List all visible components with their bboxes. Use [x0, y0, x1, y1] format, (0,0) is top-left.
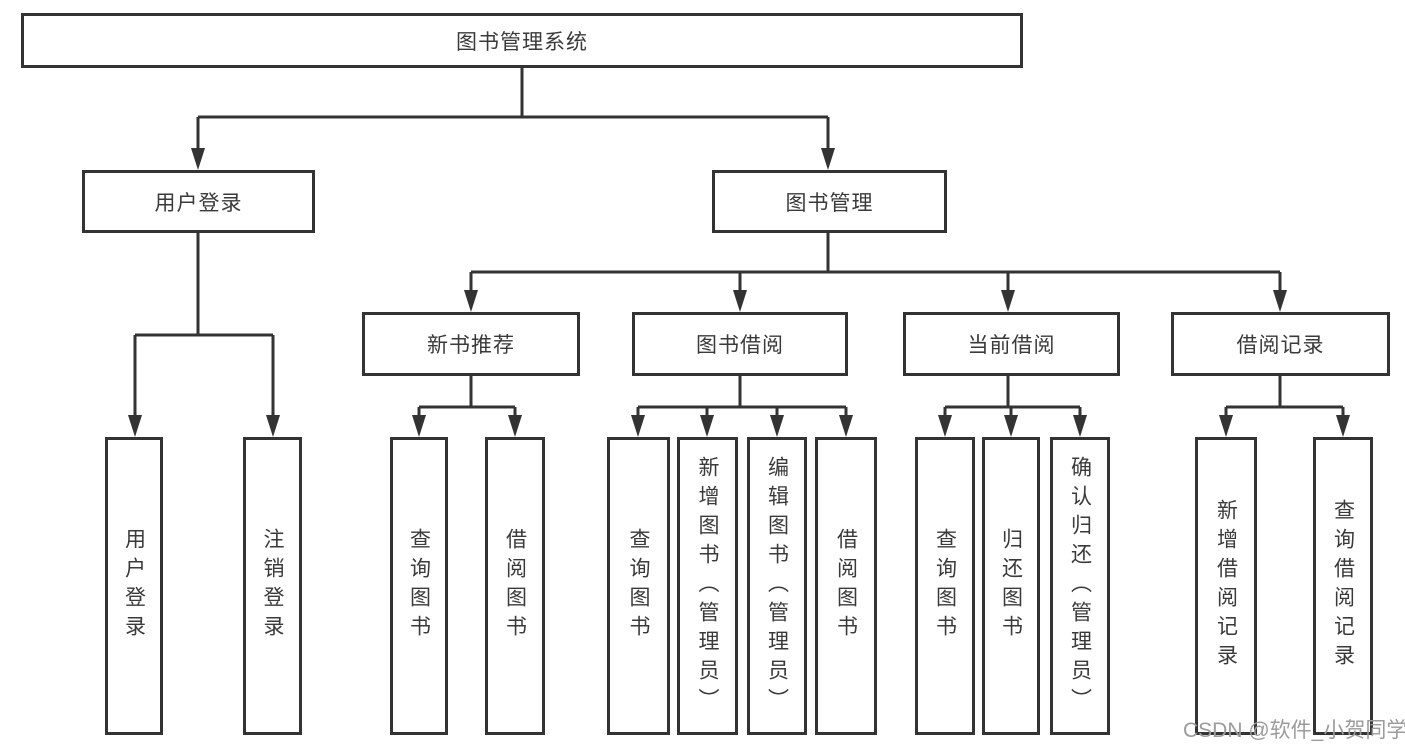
arrowhead	[770, 415, 784, 437]
node-label: 查询图书	[933, 528, 957, 644]
arrowhead	[631, 415, 645, 437]
node-label: 用户登录	[154, 191, 243, 215]
node-label: 借阅图书	[834, 528, 858, 644]
node-label: 用户登录	[122, 528, 146, 644]
node-leaf-current-query-books: 查询图书	[915, 437, 975, 735]
node-label: 查询图书	[407, 528, 431, 644]
node-leaf-user-login: 用户登录	[105, 437, 163, 735]
node-label: 当前借阅	[967, 334, 1056, 357]
node-leaf-recommend-borrow-books: 借阅图书	[485, 437, 545, 735]
connector-mgmt-children	[469, 233, 1282, 302]
arrowhead	[821, 148, 835, 170]
arrowhead	[839, 415, 853, 437]
node-label: 图书借阅	[696, 334, 784, 357]
arrowhead	[1336, 415, 1350, 437]
arrowhead	[1219, 415, 1233, 437]
node-leaf-logout: 注销登录	[243, 437, 302, 735]
node-label: 借阅记录	[1236, 334, 1325, 357]
connector-recommend-children	[417, 376, 517, 427]
arrowhead	[266, 415, 280, 437]
node-leaf-records-add-record: 新增借阅记录	[1195, 437, 1257, 735]
node-branch-user-login: 用户登录	[82, 170, 315, 233]
arrowheads	[128, 148, 1350, 437]
node-leaf-current-confirm-return-admin: 确认归还（管理员）	[1050, 437, 1110, 735]
node-leaf-records-query-record: 查询借阅记录	[1313, 437, 1373, 735]
node-leaf-borrow-add-books-admin: 新增图书（管理员）	[677, 437, 738, 735]
node-label: 借阅图书	[503, 528, 527, 644]
node-root-library-system: 图书管理系统	[21, 13, 1023, 68]
node-branch-book-management: 图书管理	[712, 170, 947, 233]
arrowhead	[1073, 415, 1087, 437]
node-label: 查询借阅记录	[1331, 499, 1355, 673]
arrowhead	[128, 415, 142, 437]
arrowhead	[464, 290, 478, 312]
connector-login-children	[133, 233, 275, 427]
node-label: 查询图书	[627, 528, 650, 644]
node-label: 注销登录	[261, 528, 284, 644]
node-leaf-borrow-edit-books-admin: 编辑图书（管理员）	[747, 437, 807, 735]
node-label: 归还图书	[999, 528, 1023, 644]
node-leaf-borrow-query-books: 查询图书	[607, 437, 670, 735]
arrowhead	[191, 148, 205, 170]
node-leaf-current-return-books: 归还图书	[982, 437, 1040, 735]
arrowhead	[1004, 415, 1018, 437]
arrowhead	[412, 415, 426, 437]
node-label: 图书管理系统	[456, 30, 588, 54]
arrowhead	[733, 290, 747, 312]
arrowhead	[508, 415, 522, 437]
connector-root-split	[196, 68, 830, 160]
csdn-watermark: CSDN @软件_小贺同学	[1183, 719, 1405, 742]
node-module-new-book-recommend: 新书推荐	[362, 312, 580, 376]
node-module-current-borrow: 当前借阅	[903, 312, 1120, 376]
node-module-borrow-records: 借阅记录	[1171, 312, 1390, 376]
connector-borrow-children	[636, 376, 848, 427]
node-label: 新增图书（管理员）	[696, 455, 719, 717]
node-leaf-borrow-borrow-books: 借阅图书	[815, 437, 877, 735]
node-label: 新书推荐	[427, 334, 515, 357]
arrowhead	[938, 415, 952, 437]
node-label: 编辑图书（管理员）	[765, 455, 789, 717]
arrowhead	[1001, 290, 1015, 312]
node-label: 确认归还（管理员）	[1068, 455, 1092, 717]
node-label: 新增借阅记录	[1214, 499, 1238, 673]
connector-records-children	[1224, 376, 1345, 427]
arrowhead	[1273, 290, 1287, 312]
node-leaf-recommend-query-books: 查询图书	[390, 437, 448, 735]
node-module-book-borrow: 图书借阅	[632, 312, 848, 376]
node-label: 图书管理	[785, 191, 874, 215]
arrowhead	[700, 415, 714, 437]
